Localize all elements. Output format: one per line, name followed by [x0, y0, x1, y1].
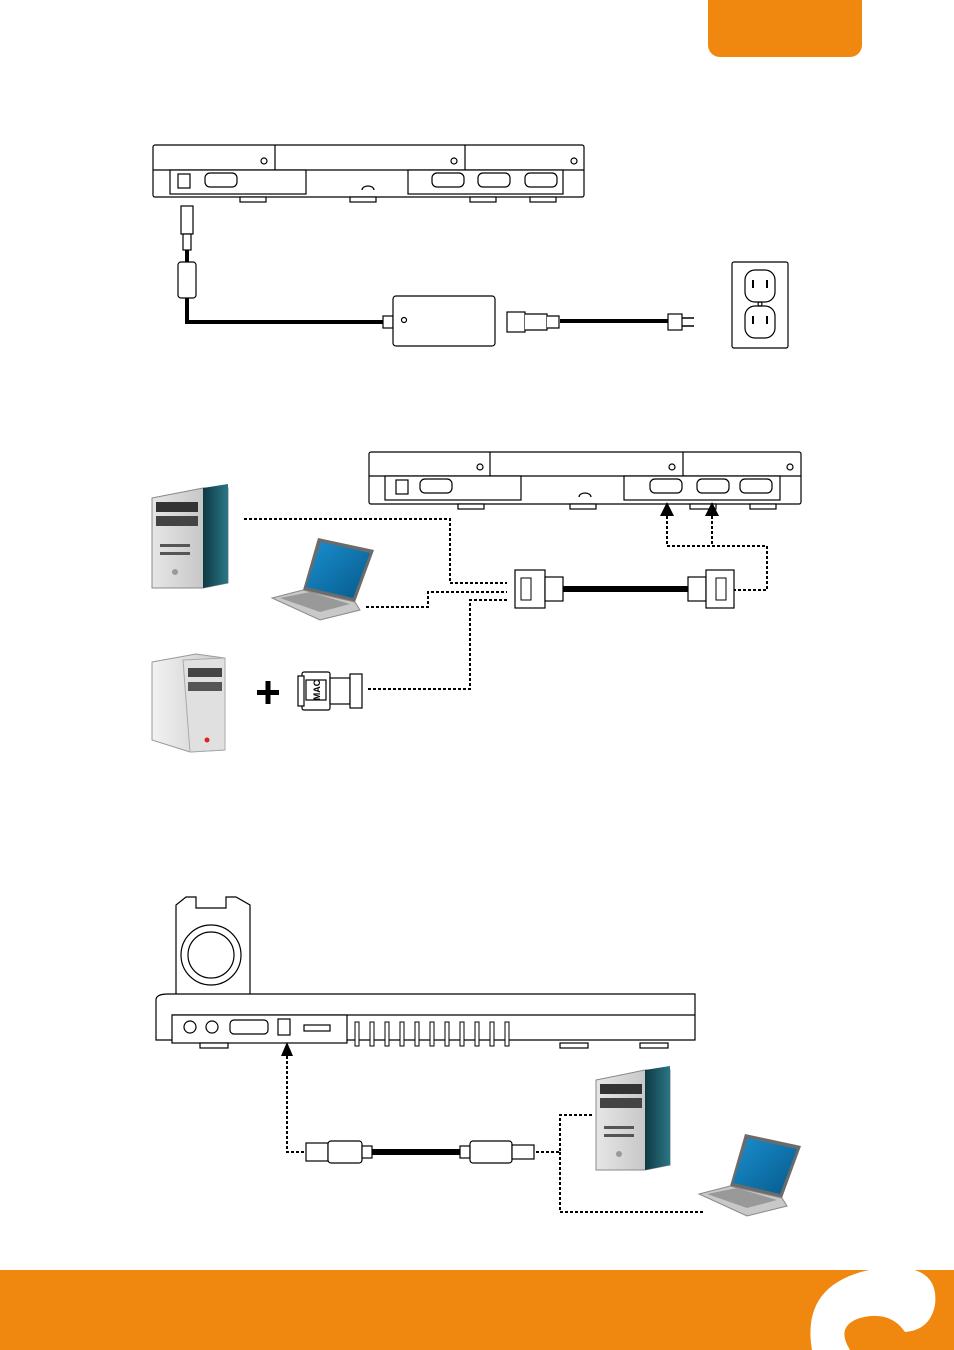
brand-swirl-icon — [0, 0, 954, 1350]
